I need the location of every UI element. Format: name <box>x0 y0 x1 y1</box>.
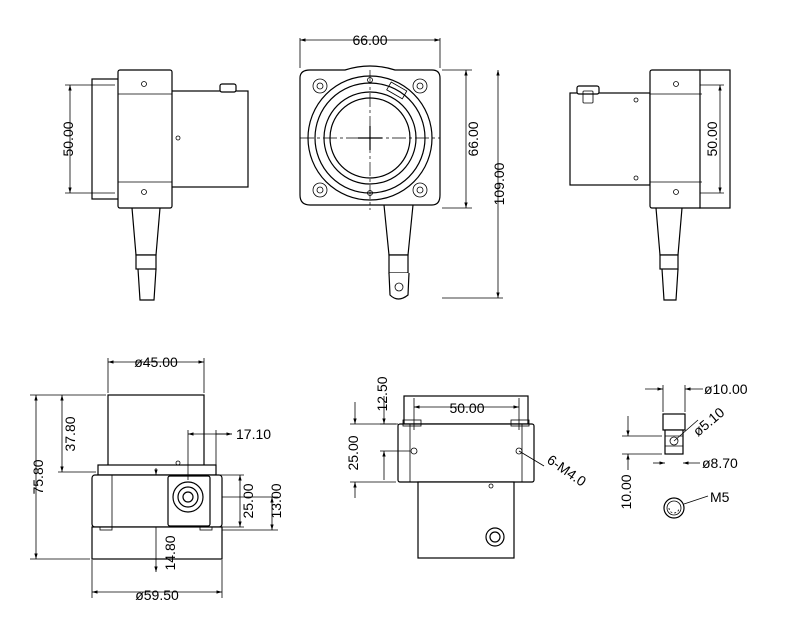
dim-front-width: 66.00 <box>352 32 387 48</box>
label-screw: M5 <box>710 489 730 505</box>
bottom-left-view: ø45.00 37.80 75.80 17.10 25.00 13.00 14.… <box>30 354 284 603</box>
label-holes: 6-M4.0 <box>544 451 589 489</box>
ring-detail-view: ø10.00 ø5.10 ø8.70 10.00 M5 <box>618 381 748 519</box>
dim-ring-inner: ø8.70 <box>702 455 738 471</box>
dim-right-height: 50.00 <box>704 121 720 156</box>
front-view: 66.00 66.00 109.00 <box>299 32 507 300</box>
dim-offset-17: 17.10 <box>236 426 271 442</box>
dim-mount-height: 25.00 <box>345 435 361 470</box>
dim-height-12: 12.50 <box>374 376 390 411</box>
dim-top-diameter: ø45.00 <box>134 354 178 370</box>
dim-ring-height: 10.00 <box>618 474 634 509</box>
dim-height-13: 13.00 <box>268 483 284 518</box>
dim-height-14: 14.80 <box>162 535 178 570</box>
dim-ring-outer: ø10.00 <box>704 381 748 397</box>
dim-base-diameter: ø59.50 <box>135 587 179 603</box>
dim-ring-hole: ø5.10 <box>690 404 728 439</box>
dim-total-height: 109.00 <box>491 162 507 205</box>
bottom-center-view: 50.00 12.50 25.00 6-M4.0 <box>345 376 589 559</box>
dim-height-25: 25.00 <box>240 483 256 518</box>
dim-total-75: 75.80 <box>30 459 46 494</box>
right-side-view: 50.00 <box>569 69 731 301</box>
left-side-view: 50.00 <box>60 69 249 301</box>
dim-height-37: 37.80 <box>62 416 78 451</box>
dim-left-height: 50.00 <box>60 121 76 156</box>
dim-mount-width: 50.00 <box>449 400 484 416</box>
dim-front-height: 66.00 <box>465 121 481 156</box>
